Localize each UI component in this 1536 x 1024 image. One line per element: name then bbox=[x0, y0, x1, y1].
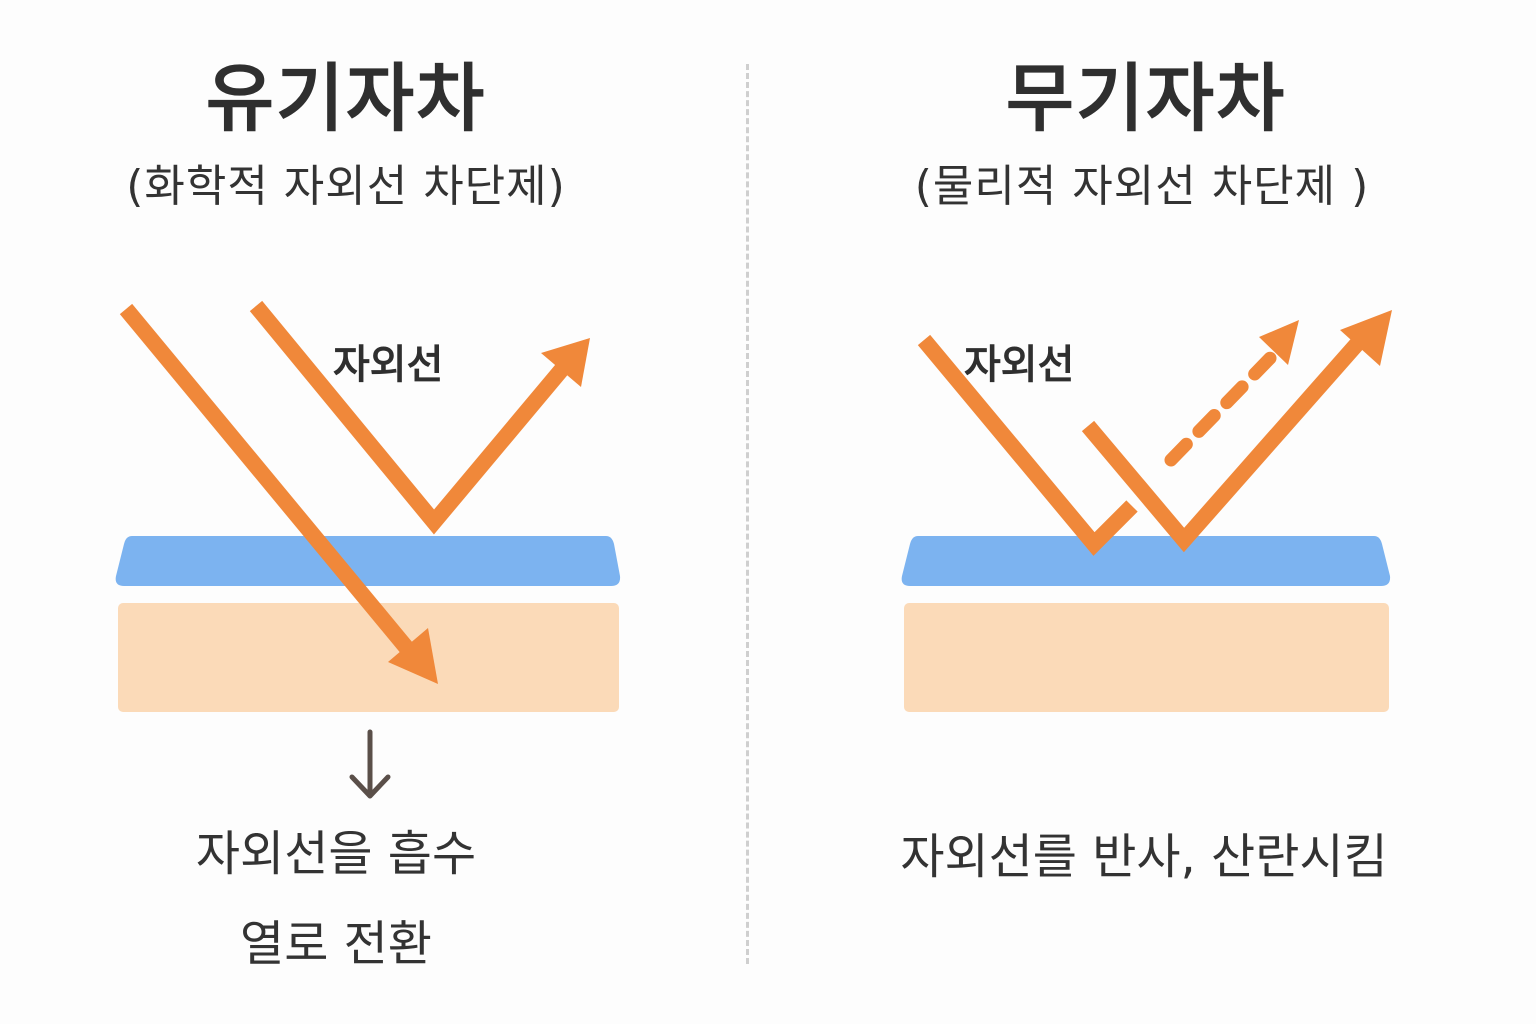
reflected-uv-arrow-shaft bbox=[1081, 330, 1370, 553]
skin-layer bbox=[118, 603, 619, 712]
inorganic-sunscreen-panel: 무기자차 (물리적 자외선 차단제 ) 자외선 자외선를 반사, 산란시킴 bbox=[768, 0, 1536, 1024]
organic-diagram bbox=[115, 300, 621, 799]
organic-uv-label: 자외선 bbox=[333, 342, 444, 388]
organic-description-line2: 열로 전환 bbox=[240, 916, 432, 972]
scattered-uv-arrow-shaft bbox=[1164, 343, 1285, 467]
organic-subtitle: (화학적 자외선 차단제) bbox=[126, 161, 566, 212]
organic-title: 유기자차 bbox=[205, 56, 487, 142]
reflected-uv-arrow-shaft bbox=[249, 300, 575, 535]
scattered-uv-arrowhead bbox=[1259, 320, 1299, 365]
sunscreen-layer bbox=[901, 536, 1391, 586]
inorganic-title: 무기자차 bbox=[1005, 56, 1287, 142]
skin-layer bbox=[904, 603, 1389, 712]
reflected-uv-arrowhead bbox=[1340, 310, 1392, 366]
organic-sunscreen-panel: 유기자차 (화학적 자외선 차단제) 자외선 자외선을 흡수 열로 전환 bbox=[115, 56, 621, 972]
absorbed-uv-arrow-shaft bbox=[119, 303, 417, 658]
incoming-uv-arrow-shaft bbox=[917, 334, 1138, 556]
panel-divider bbox=[746, 64, 749, 964]
sunscreen-layer bbox=[115, 536, 621, 586]
down-arrow-head bbox=[349, 774, 391, 799]
inorganic-subtitle: (물리적 자외선 차단제 ) bbox=[914, 161, 1370, 212]
organic-description-line1: 자외선을 흡수 bbox=[195, 826, 477, 882]
inorganic-diagram bbox=[901, 310, 1392, 712]
absorbed-uv-arrowhead bbox=[388, 628, 438, 684]
reflected-uv-arrowhead bbox=[541, 338, 590, 387]
inorganic-uv-label: 자외선 bbox=[964, 342, 1075, 388]
inorganic-description: 자외선를 반사, 산란시킴 bbox=[900, 829, 1388, 885]
